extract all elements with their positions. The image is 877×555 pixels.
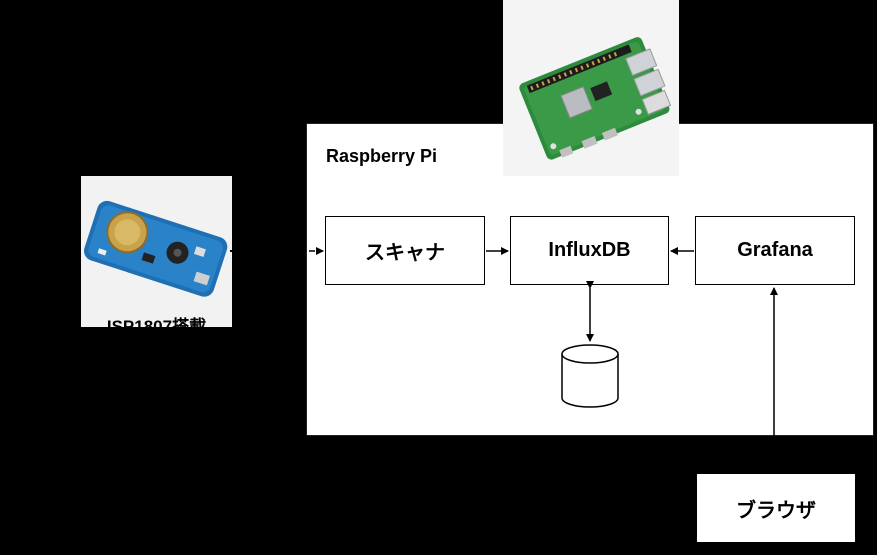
container-title: Raspberry Pi bbox=[326, 146, 438, 166]
scanner-label: スキャナ bbox=[365, 242, 445, 264]
database-cylinder-icon bbox=[561, 344, 619, 408]
browser-label: ブラウザ bbox=[736, 499, 816, 522]
grafana-node: Grafana bbox=[695, 216, 855, 285]
browser-node: ブラウザ bbox=[696, 473, 856, 543]
sensor-board-photo bbox=[81, 176, 232, 327]
influxdb-label: InfluxDB bbox=[548, 239, 631, 261]
raspberry-pi-board-icon bbox=[503, 0, 679, 176]
sensor-board-icon bbox=[81, 176, 232, 327]
grafana-label: Grafana bbox=[737, 239, 813, 261]
raspberry-pi-board-photo bbox=[503, 0, 679, 176]
sensor-caption: ISP1807搭載 bbox=[106, 317, 207, 332]
scanner-node: スキャナ bbox=[325, 216, 485, 285]
influxdb-node: InfluxDB bbox=[510, 216, 669, 285]
